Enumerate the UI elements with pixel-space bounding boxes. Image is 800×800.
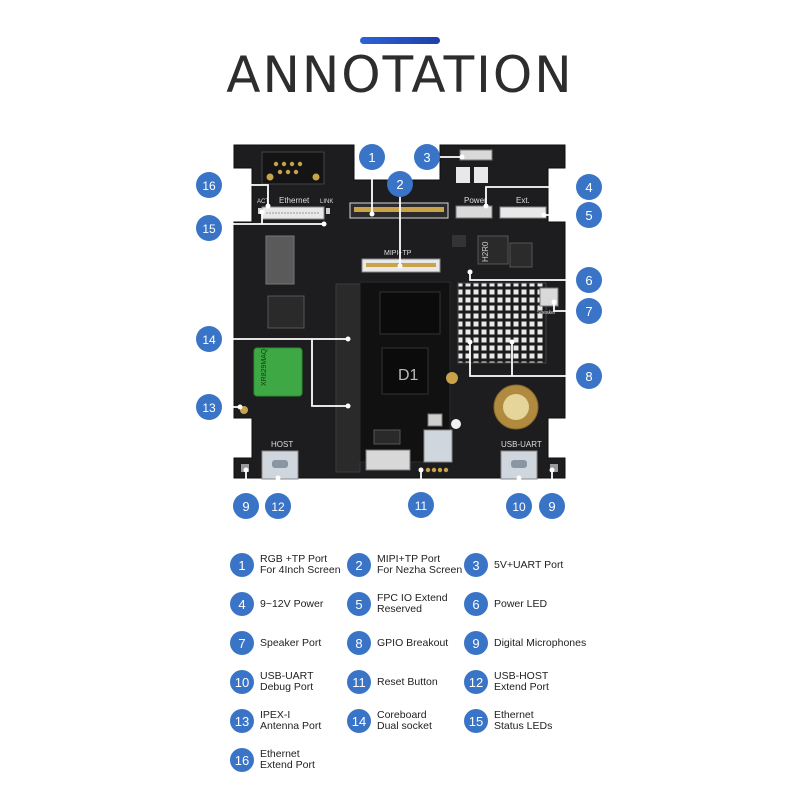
ext-label: Ext.	[516, 196, 530, 205]
callout-9-left: 9	[233, 493, 259, 519]
svg-text:13: 13	[202, 401, 216, 415]
power-label: Power	[464, 196, 487, 205]
legend-item-3: 3 5V+UART Port	[464, 553, 563, 577]
svg-text:3: 3	[423, 150, 430, 165]
soc-label: D1	[398, 367, 419, 384]
h2r0-label: H2R0	[481, 241, 490, 262]
usb-c-center	[423, 429, 453, 463]
callout-leaders	[222, 156, 576, 496]
callout-3: 3	[414, 144, 440, 170]
legend-badge: 12	[464, 670, 488, 694]
reset-button	[427, 413, 443, 427]
host-label: HOST	[271, 440, 293, 449]
callout-6: 6	[576, 267, 602, 293]
legend-badge: 8	[347, 631, 371, 655]
callout-16: 16	[196, 172, 222, 198]
legend-badge: 2	[347, 553, 371, 577]
uart-connector	[459, 149, 493, 161]
power-connector	[455, 205, 493, 219]
legend-badge: 16	[230, 748, 254, 772]
legend-badge: 4	[230, 592, 254, 616]
board-diagram: Ethernet ACT LINK MIPI+TP Power Ext. H2R…	[196, 144, 602, 519]
ram-chip	[379, 291, 441, 335]
soc-chip	[381, 347, 429, 395]
svg-text:9: 9	[242, 499, 249, 514]
callout-13: 13	[196, 394, 222, 420]
svg-text:8: 8	[585, 369, 592, 384]
legend-badge: 13	[230, 709, 254, 733]
usb-uart-label: USB-UART	[501, 440, 542, 449]
legend-item-6: 6 Power LED	[464, 592, 547, 616]
svg-text:1: 1	[368, 150, 375, 165]
gpio-header	[457, 282, 547, 364]
ethernet-phy-chip	[265, 235, 295, 285]
callout-9-right: 9	[539, 493, 565, 519]
svg-text:15: 15	[202, 222, 216, 236]
coreboard-mount-hole	[446, 372, 458, 384]
speaker-label: Speaker	[537, 310, 556, 316]
act-label: ACT	[257, 199, 269, 205]
legend-item-11: 11 Reset Button	[347, 670, 438, 694]
page-title: ANNOTATION	[226, 46, 574, 104]
callout-12: 12	[265, 493, 291, 519]
h2r0-inductor	[477, 235, 509, 265]
svg-text:16: 16	[202, 179, 216, 193]
legend-item-7: 7 Speaker Port	[230, 631, 321, 655]
svg-text:4: 4	[585, 180, 592, 195]
svg-text:9: 9	[548, 499, 555, 514]
svg-text:11: 11	[415, 499, 428, 513]
legend-item-9: 9 Digital Microphones	[464, 631, 586, 655]
callout-7: 7	[576, 298, 602, 324]
legend-badge: 10	[230, 670, 254, 694]
ethernet-jack	[261, 151, 325, 185]
callout-15: 15	[196, 215, 222, 241]
callout-14: 14	[196, 326, 222, 352]
ethernet-led-right	[326, 208, 330, 214]
svg-text:2: 2	[396, 177, 403, 192]
legend-badge: 9	[464, 631, 488, 655]
callout-4: 4	[576, 174, 602, 200]
legend-badge: 7	[230, 631, 254, 655]
callout-8: 8	[576, 363, 602, 389]
legend-badge: 1	[230, 553, 254, 577]
legend-badge: 6	[464, 592, 488, 616]
svg-text:5: 5	[585, 208, 592, 223]
microphone-right	[550, 464, 558, 472]
callout-1: 1	[359, 144, 385, 170]
legend-badge: 11	[347, 670, 371, 694]
legend-badge: 3	[464, 553, 488, 577]
legend-item-8: 8 GPIO Breakout	[347, 631, 448, 655]
legend-badge: 5	[347, 592, 371, 616]
svg-text:12: 12	[271, 500, 285, 514]
title-accent-bar	[360, 37, 440, 44]
wifi-chip-label: XR829MAQ	[261, 348, 268, 386]
legend-badge: 14	[347, 709, 371, 733]
wifi-module	[253, 347, 303, 397]
svg-text:7: 7	[585, 304, 592, 319]
callout-2: 2	[387, 171, 413, 197]
svg-text:6: 6	[585, 273, 592, 288]
legend-item-4: 4 9~12V Power	[230, 592, 323, 616]
callout-10: 10	[506, 493, 532, 519]
svg-text:10: 10	[512, 500, 526, 514]
callout-11: 11	[408, 492, 434, 518]
ext-fpc-connector	[499, 206, 547, 219]
ethernet-label: Ethernet	[279, 196, 310, 205]
link-label: LINK	[320, 199, 333, 205]
mipi-label: MIPI+TP	[384, 250, 412, 257]
callout-5: 5	[576, 202, 602, 228]
legend-badge: 15	[464, 709, 488, 733]
coreboard-socket-left	[335, 283, 361, 473]
svg-text:14: 14	[202, 333, 216, 347]
